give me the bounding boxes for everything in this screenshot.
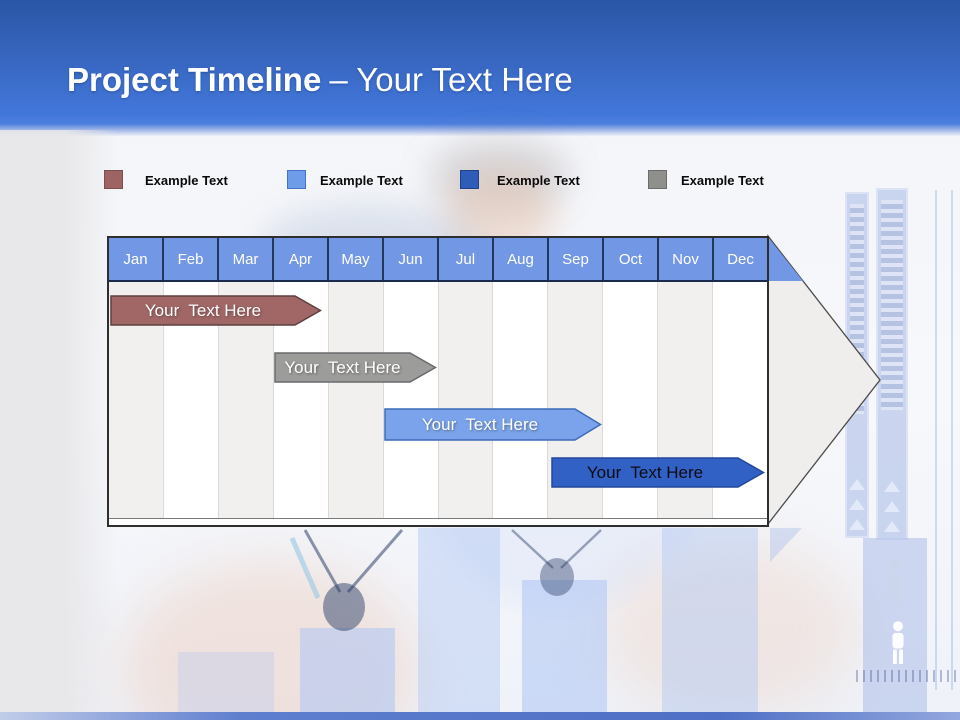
month-cell-jan[interactable]: Jan — [109, 238, 164, 280]
legend-swatch-maroon — [104, 170, 123, 189]
slide-title-light: – Your Text Here — [329, 61, 573, 98]
month-cell-apr[interactable]: Apr — [274, 238, 329, 280]
task-bar-shape — [110, 295, 322, 326]
background-hatch — [856, 670, 960, 682]
legend-label: Example Text — [145, 172, 228, 188]
timeline-arrowhead[interactable] — [765, 231, 885, 533]
triangle-icon — [884, 521, 900, 532]
task-bar-2[interactable]: Your Text Here — [274, 352, 437, 383]
legend-label: Example Text — [320, 172, 403, 188]
task-bar-label: Your Text Here — [421, 414, 539, 434]
month-cell-feb[interactable]: Feb — [164, 238, 219, 280]
grid-column — [328, 282, 384, 518]
month-cell-nov[interactable]: Nov — [659, 238, 714, 280]
task-bar-1[interactable]: Your Text Here — [110, 295, 322, 326]
slide-title[interactable]: Project Timeline– Your Text Here — [67, 60, 573, 100]
month-header-row: Jan Feb Mar Apr May Jun Jul Aug Sep Oct … — [109, 238, 767, 282]
task-bar-label: Your Text Here — [586, 462, 704, 482]
arrowhead-reflection — [770, 528, 802, 562]
grid-column — [383, 282, 439, 518]
background-line — [935, 190, 937, 690]
legend-swatch-gray — [648, 170, 667, 189]
month-cell-aug[interactable]: Aug — [494, 238, 549, 280]
background-bar — [662, 528, 758, 720]
legend-item-1[interactable]: Example Text — [104, 170, 228, 189]
grid-column — [493, 282, 549, 518]
task-bar-3[interactable]: Your Text Here — [384, 408, 602, 441]
triangle-icon — [884, 501, 900, 512]
task-bar-shape — [551, 457, 765, 488]
triangle-icon — [884, 481, 900, 492]
legend-label: Example Text — [681, 172, 764, 188]
person-icon — [888, 558, 902, 606]
background-line — [951, 190, 953, 690]
task-bar-4[interactable]: Your Text Here — [551, 457, 765, 488]
legend-swatch-lightblue — [287, 170, 306, 189]
legend-item-4[interactable]: Example Text — [648, 170, 764, 189]
task-bar-shape — [274, 352, 437, 383]
lanyard-badges-photo — [289, 529, 602, 631]
month-cell-sep[interactable]: Sep — [549, 238, 604, 280]
month-cell-jun[interactable]: Jun — [384, 238, 439, 280]
month-cell-dec[interactable]: Dec — [714, 238, 767, 280]
month-cell-jul[interactable]: Jul — [439, 238, 494, 280]
task-bar-shape — [384, 408, 602, 441]
month-cell-oct[interactable]: Oct — [604, 238, 659, 280]
task-bar-label: Your Text Here — [144, 300, 262, 320]
header-band — [0, 0, 960, 136]
legend-item-2[interactable]: Example Text — [287, 170, 403, 189]
background-left-strip — [0, 130, 118, 720]
month-cell-mar[interactable]: Mar — [219, 238, 274, 280]
legend-swatch-darkblue — [460, 170, 479, 189]
person-icon — [892, 621, 904, 664]
grid-column — [438, 282, 494, 518]
task-bar-label: Your Text Here — [284, 357, 401, 377]
legend-item-3[interactable]: Example Text — [460, 170, 580, 189]
slide-title-strong: Project Timeline — [67, 61, 322, 98]
legend-label: Example Text — [497, 172, 580, 188]
month-cell-may[interactable]: May — [329, 238, 384, 280]
